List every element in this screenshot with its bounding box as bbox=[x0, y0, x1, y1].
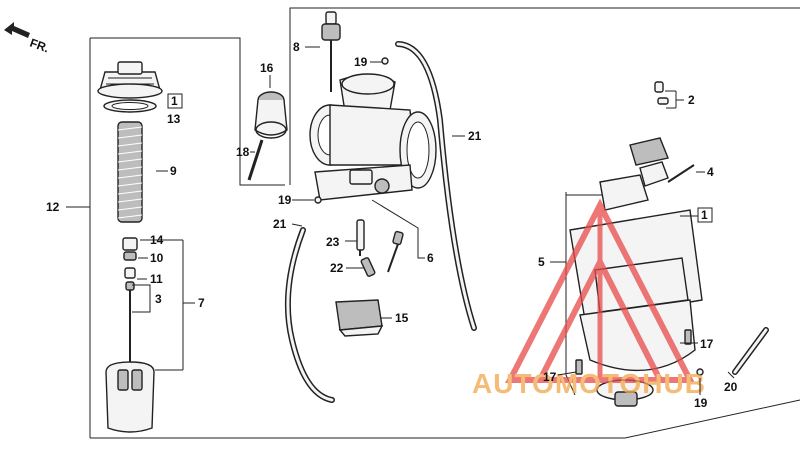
float-screws bbox=[575, 329, 704, 376]
callout-8: 8 bbox=[293, 40, 300, 54]
front-direction-label: FR. bbox=[28, 36, 51, 56]
spacer-screws bbox=[654, 81, 669, 105]
callout-15: 15 bbox=[395, 311, 409, 325]
callout-5: 5 bbox=[538, 255, 545, 269]
watermark-text: AUTOMOTOHUB bbox=[472, 368, 706, 399]
callout-23: 23 bbox=[326, 235, 340, 249]
diaphragm-cover bbox=[599, 137, 669, 211]
band-clamp bbox=[254, 91, 288, 139]
cap-gasket bbox=[103, 99, 157, 113]
callout-6: 6 bbox=[427, 251, 434, 265]
small-washers bbox=[314, 57, 389, 204]
float-pin bbox=[667, 164, 695, 183]
callout-13: 13 bbox=[167, 112, 181, 126]
callout-21-right: 21 bbox=[468, 129, 482, 143]
callout-21-left: 21 bbox=[273, 217, 287, 231]
callout-22: 22 bbox=[330, 261, 344, 275]
throttle-stop-screw bbox=[321, 11, 341, 92]
vent-hoses bbox=[284, 41, 477, 403]
callout-4: 4 bbox=[707, 165, 714, 179]
callout-20: 20 bbox=[724, 380, 738, 394]
callout-1-left: 1 bbox=[171, 94, 178, 108]
callout-box-1-left bbox=[167, 93, 183, 109]
callout-9: 9 bbox=[170, 164, 177, 178]
callout-1-right: 1 bbox=[701, 208, 708, 222]
needle-holder bbox=[122, 237, 138, 291]
callout-19-bottom: 19 bbox=[694, 396, 708, 410]
callout-2: 2 bbox=[688, 93, 695, 107]
callout-10: 10 bbox=[150, 251, 164, 265]
callout-7: 7 bbox=[198, 296, 205, 310]
throttle-spring bbox=[117, 121, 143, 223]
carburetor-body bbox=[309, 73, 437, 201]
assembly-frame bbox=[89, 7, 800, 439]
carb-top-cap bbox=[97, 61, 163, 99]
clamp-screw bbox=[247, 139, 264, 181]
leader-lines bbox=[66, 46, 735, 395]
callout-19-top: 19 bbox=[354, 55, 368, 69]
callout-box-1-right bbox=[697, 207, 713, 223]
callout-11: 11 bbox=[150, 272, 163, 286]
callout-17-left: 17 bbox=[543, 370, 557, 384]
drain-tube bbox=[732, 327, 769, 375]
callout-14: 14 bbox=[150, 233, 164, 247]
callout-17-right: 17 bbox=[700, 337, 714, 351]
throttle-valve bbox=[105, 361, 155, 433]
callout-18: 18 bbox=[236, 145, 250, 159]
hot-start-plunger-cap bbox=[335, 299, 384, 337]
callout-16: 16 bbox=[260, 61, 274, 75]
front-direction-arrow: FR. bbox=[4, 22, 51, 55]
automotohub-logo: AUTOMOTOHUB bbox=[472, 198, 706, 399]
callout-12: 12 bbox=[46, 200, 60, 214]
main-jet-needle-jet bbox=[356, 219, 404, 277]
callout-3: 3 bbox=[155, 292, 162, 306]
callout-19-left: 19 bbox=[278, 193, 292, 207]
